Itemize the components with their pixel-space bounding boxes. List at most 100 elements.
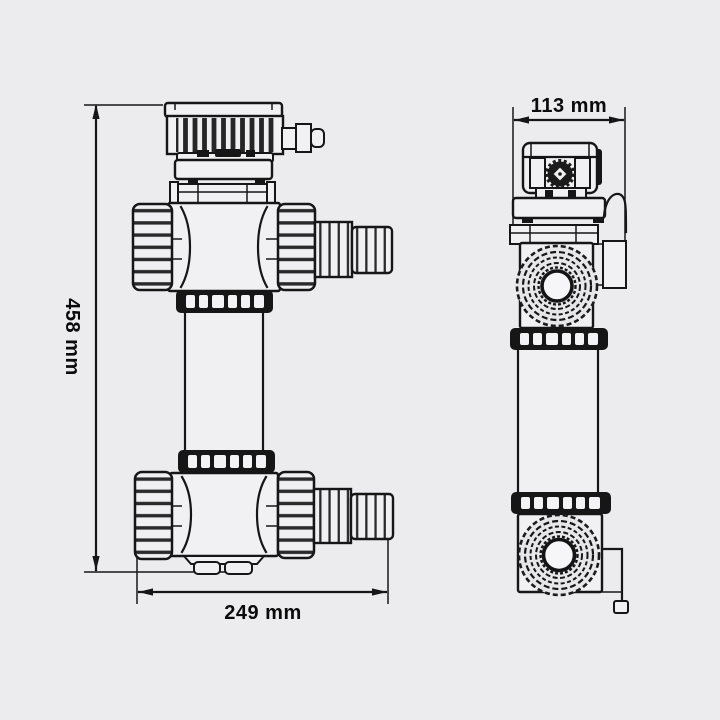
gland-nut — [295, 123, 312, 153]
bracket-foot — [613, 600, 629, 614]
height-dimension: 458 mm — [61, 104, 232, 573]
ring-slot — [201, 455, 210, 468]
threaded-ring-upper — [510, 328, 608, 350]
lower-union-end — [516, 512, 604, 597]
base-feet — [181, 555, 267, 575]
ring-slot — [228, 295, 237, 308]
cap-clip — [215, 149, 241, 157]
flange-foot — [593, 218, 604, 223]
mounting-bracket-upper — [593, 240, 627, 289]
side-collar — [509, 224, 599, 245]
arrow-up-icon — [92, 104, 100, 119]
hose-barb-fitting — [312, 487, 395, 545]
side-flange — [511, 192, 628, 234]
ring-slot — [576, 497, 585, 509]
ring-slot — [212, 295, 224, 308]
collar-band — [509, 224, 599, 245]
foot-left — [193, 561, 221, 575]
port-bore — [540, 269, 574, 303]
electrical-box — [521, 141, 599, 200]
ring-slot — [563, 497, 572, 509]
body-tube — [516, 348, 600, 494]
tube-fill — [518, 350, 598, 492]
arrow-down-icon — [92, 556, 100, 571]
flange-foot — [522, 218, 533, 223]
clamp-collar — [169, 181, 276, 208]
ring-slot — [243, 455, 252, 468]
side-view: 113 mm — [509, 95, 629, 614]
gland-base — [281, 127, 297, 150]
knob-teeth — [545, 159, 575, 189]
cap-clip — [246, 150, 255, 157]
arrow-left-icon — [138, 588, 153, 596]
flange-foot — [255, 179, 265, 184]
width-dimension-label: 249 mm — [224, 602, 302, 624]
knurled-ring — [535, 531, 583, 579]
port-bore — [541, 537, 577, 573]
arrow-left-icon — [514, 116, 529, 124]
tube-fill — [185, 313, 263, 450]
flange-plate — [173, 158, 274, 181]
barb-step-2 — [350, 225, 394, 275]
ring-slot — [230, 455, 239, 468]
box-panel-right — [574, 157, 591, 189]
upper-union-end — [515, 241, 599, 330]
ring-slot — [575, 333, 584, 345]
knurled-ring — [523, 519, 595, 591]
barb-step-1 — [313, 220, 354, 279]
ring-slot — [188, 455, 197, 468]
front-view: 458 mm 249 mm — [61, 101, 395, 624]
body-tube — [183, 311, 265, 452]
knob-dot — [558, 172, 562, 176]
ring-slot — [520, 333, 529, 345]
height-dimension-label: 458 mm — [61, 298, 83, 376]
union-nut-left — [131, 202, 174, 292]
ring-slot — [186, 295, 195, 308]
top-cap — [163, 101, 285, 163]
ring-slot — [521, 497, 530, 509]
ring-slot — [588, 333, 598, 345]
ring-slot — [199, 295, 208, 308]
mounting-bracket-lower — [600, 547, 629, 614]
knurled-ring — [527, 256, 587, 316]
bracket-arm — [600, 547, 624, 603]
ring-slot — [214, 455, 226, 468]
neck-clip — [545, 190, 553, 197]
knurled-ring — [539, 535, 579, 575]
gland-tip — [310, 128, 325, 148]
ring-slot — [254, 295, 264, 308]
depth-dimension-label: 113 mm — [531, 95, 607, 117]
union-nut-right — [276, 470, 316, 560]
arrow-right-icon — [609, 116, 624, 124]
tee-waist-left — [180, 475, 193, 554]
neck-clip — [568, 190, 576, 197]
union-nut-left — [133, 470, 174, 561]
flange-foot — [188, 179, 198, 184]
threaded-ring-lower — [511, 492, 611, 514]
cap-clip — [197, 150, 209, 157]
knurled-ring — [537, 266, 577, 306]
ring-slot — [547, 497, 559, 509]
upper-tee — [131, 201, 394, 293]
box-panel-left — [529, 157, 546, 189]
ring-slot — [546, 333, 558, 345]
tee-waist-right — [255, 475, 268, 554]
knurled-ring — [529, 525, 589, 585]
foot-right — [224, 561, 253, 575]
arrow-right-icon — [372, 588, 387, 596]
depth-dimension: 113 mm — [512, 95, 626, 243]
ring-slot — [562, 333, 571, 345]
ring-slot — [241, 295, 250, 308]
bracket-plate — [602, 240, 627, 289]
width-dimension: 249 mm — [136, 538, 389, 624]
ring-slot — [589, 497, 600, 509]
flange-plate — [511, 196, 607, 220]
threaded-ring-lower — [178, 450, 275, 473]
knurled-ring — [521, 250, 593, 322]
ballast-flange — [173, 158, 274, 184]
ring-slot — [534, 497, 543, 509]
ring-slot — [533, 333, 542, 345]
hose-barb-fitting — [313, 220, 394, 279]
cap-grip-ribs — [176, 118, 274, 152]
